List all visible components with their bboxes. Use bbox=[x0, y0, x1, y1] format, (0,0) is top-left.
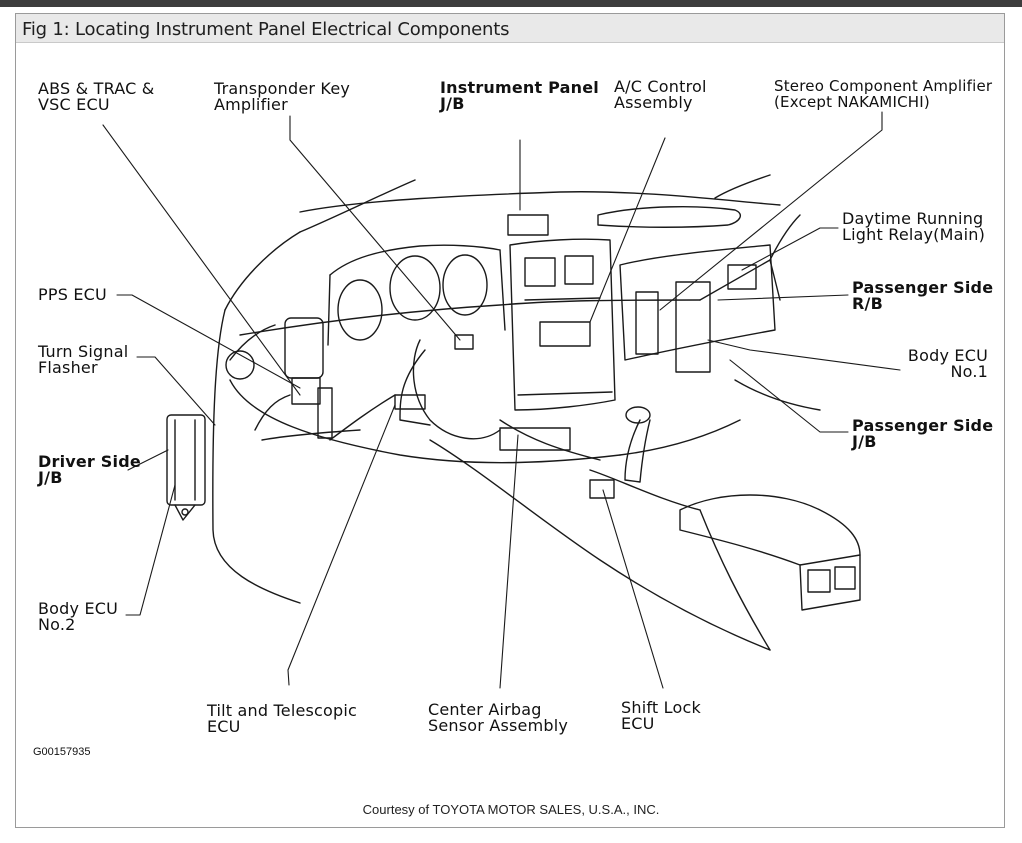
figure-frame: Fig 1: Locating Instrument Panel Electri… bbox=[15, 13, 1005, 828]
image-id: G00157935 bbox=[33, 746, 91, 758]
label-body-ecu-no1: Body ECU No.1 bbox=[907, 346, 988, 381]
label-instrument-panel-jb: Instrument Panel J/B bbox=[440, 78, 599, 113]
label-tilt-telescopic-ecu: Tilt and Telescopic ECU bbox=[207, 701, 358, 736]
label-abs-trac-vsc-ecu: ABS & TRAC & VSC ECU bbox=[38, 79, 155, 114]
instrument-cluster bbox=[327, 244, 506, 346]
label-ac-control-assembly: A/C Control Assembly bbox=[614, 77, 707, 112]
center-console bbox=[429, 406, 861, 651]
label-shift-lock-ecu: Shift Lock ECU bbox=[621, 698, 701, 733]
credit-line: Courtesy of TOYOTA MOTOR SALES, U.S.A., … bbox=[362, 802, 660, 817]
window-top-strip bbox=[0, 0, 1022, 7]
left-lower-dash bbox=[254, 214, 549, 441]
label-daytime-running-light-relay: Daytime Running Light Relay(Main) bbox=[842, 209, 986, 244]
label-transponder-key-amplifier: Transponder Key Amplifier bbox=[214, 79, 351, 114]
label-turn-signal-flasher: Turn Signal Flasher bbox=[38, 342, 129, 377]
label-center-airbag-sensor: Center Airbag Sensor Assembly bbox=[428, 700, 569, 735]
center-stack bbox=[509, 238, 616, 411]
passenger-panel bbox=[619, 244, 776, 373]
leader-lines bbox=[102, 111, 901, 689]
driver-side-jb-module bbox=[166, 414, 206, 521]
label-passenger-side-rb: Passenger Side R/B bbox=[852, 278, 994, 313]
steering-column bbox=[329, 339, 501, 441]
label-passenger-side-jb: Passenger Side J/B bbox=[852, 416, 994, 451]
label-body-ecu-no2: Body ECU No.2 bbox=[38, 599, 119, 634]
dashboard-outline bbox=[212, 174, 821, 604]
label-stereo-component-amplifier: Stereo Component Amplifier (Except NAKAM… bbox=[774, 77, 993, 111]
figure-caption-bar: Fig 1: Locating Instrument Panel Electri… bbox=[16, 14, 1004, 43]
label-driver-side-jb: Driver Side J/B bbox=[38, 452, 141, 487]
label-pps-ecu: PPS ECU bbox=[38, 285, 107, 304]
figure-caption: Fig 1: Locating Instrument Panel Electri… bbox=[22, 19, 510, 40]
